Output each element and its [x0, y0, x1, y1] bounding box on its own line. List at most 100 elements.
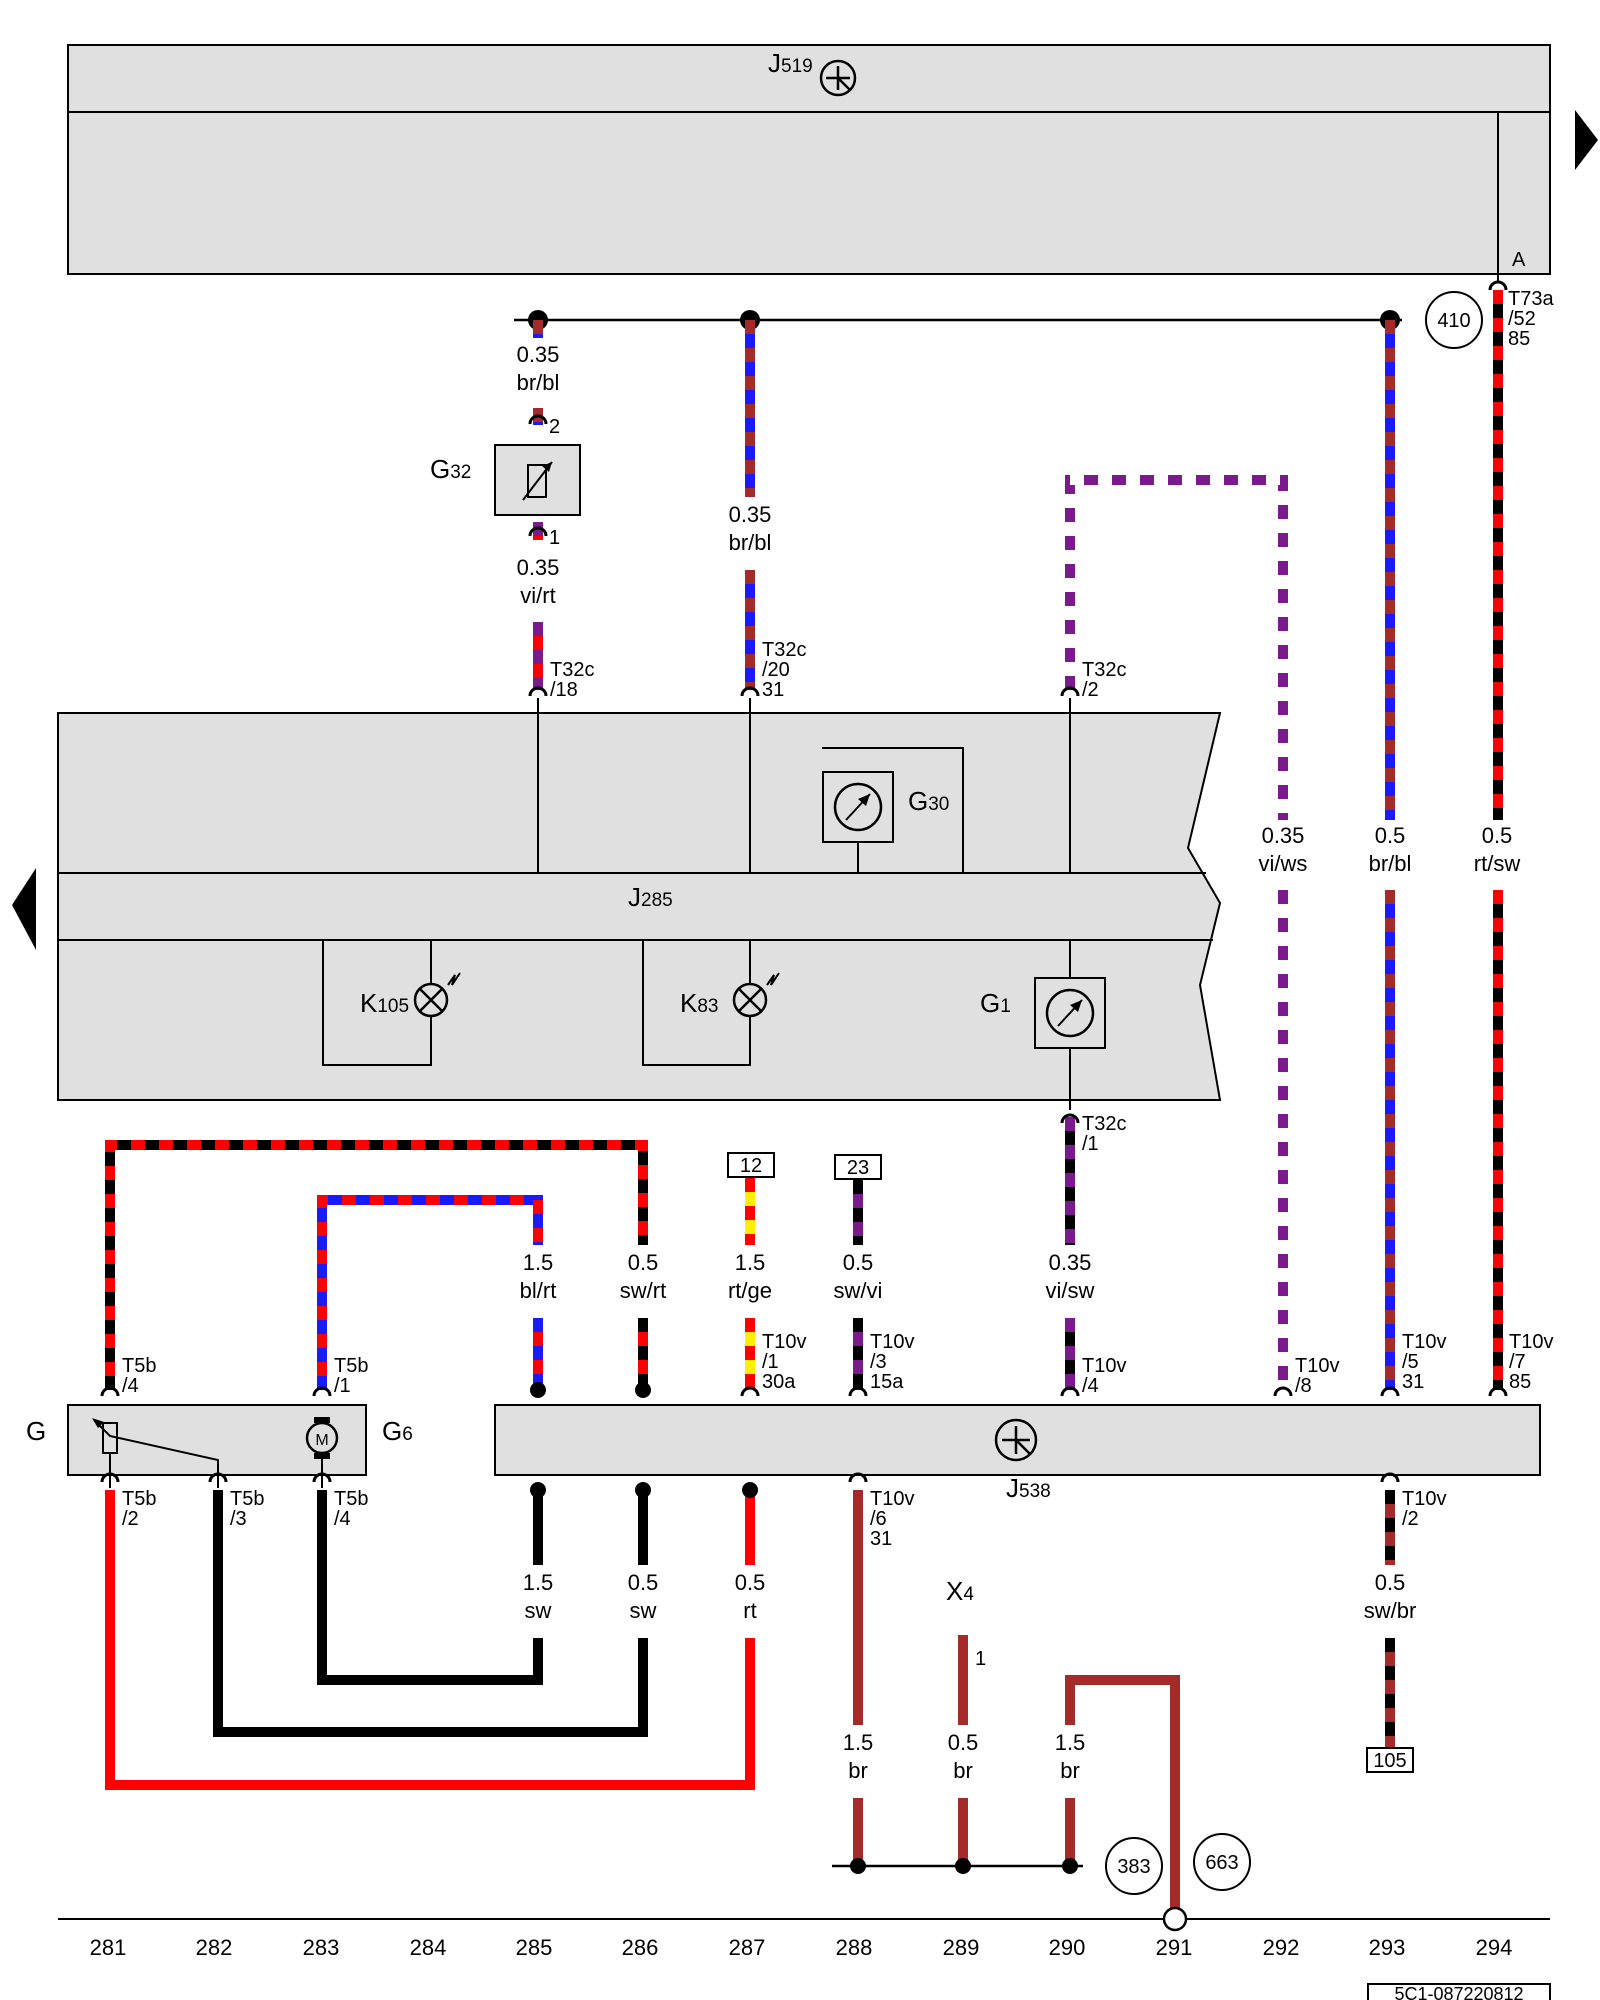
svg-text:rt: rt: [743, 1598, 756, 1623]
j519-label: J519: [768, 48, 813, 78]
column-number: 287: [729, 1935, 766, 1960]
wire-label-w1: 0.35 br/bl: [517, 342, 560, 395]
connector-pin-icon: [848, 1386, 868, 1397]
wire-label-w6: 0.5rt/sw: [1474, 823, 1521, 876]
wire-bl-rt-loop: [317, 1195, 543, 1390]
svg-text:105: 105: [1373, 1750, 1406, 1772]
connector-t10v-8: T10v/8: [1295, 1355, 1339, 1397]
ground-point-icon: [1162, 1906, 1188, 1932]
wire-label-w17: 0.5br: [948, 1730, 979, 1783]
point-a-label: A: [1512, 249, 1526, 271]
connector-t5b-4-g6: T5b/4: [334, 1488, 368, 1530]
j519-transistor-icon: [819, 59, 857, 97]
continue-left-arrow-icon: [12, 868, 36, 950]
svg-text:0.5: 0.5: [1482, 823, 1513, 848]
connector-pin-icon: [208, 1472, 228, 1483]
column-number: 282: [196, 1935, 233, 1960]
j538-label: J538: [1006, 1473, 1051, 1503]
svg-text:0.35: 0.35: [517, 555, 560, 580]
splice-dot: [530, 1482, 546, 1498]
connector-t5b-2: T5b/2: [122, 1488, 156, 1530]
svg-text:vi/ws: vi/ws: [1259, 851, 1308, 876]
connector-t32c-1: T32c/1: [1082, 1113, 1126, 1155]
k105-warning-lamp-icon: K105: [322, 940, 461, 1066]
connector-pin-icon: [1380, 1386, 1400, 1397]
svg-text:383: 383: [1117, 1856, 1150, 1878]
column-number: 289: [943, 1935, 980, 1960]
connector-pin-icon: [100, 1472, 120, 1483]
svg-text:0.35: 0.35: [517, 342, 560, 367]
k83-label: K83: [680, 988, 718, 1018]
svg-text:br/bl: br/bl: [517, 370, 560, 395]
svg-text:23: 23: [847, 1157, 869, 1179]
footer-code: 5C1-087220812: [1367, 1983, 1551, 2000]
svg-text:rt/ge: rt/ge: [728, 1278, 772, 1303]
connector-pin-icon: [1060, 1113, 1080, 1124]
svg-text:0.5: 0.5: [1375, 1570, 1406, 1595]
connector-pin-icon: [740, 1386, 760, 1397]
connector-pin-icon: [848, 1472, 868, 1483]
wire-label-w10: 0.5sw/vi: [834, 1250, 883, 1303]
connector-pin-icon: [1488, 1386, 1508, 1397]
connector-t5b-1: T5b/1: [334, 1355, 368, 1397]
g1-gauge: G1: [980, 940, 1106, 1110]
svg-text:bl/rt: bl/rt: [520, 1278, 557, 1303]
connector-t10v-4: T10v/4: [1082, 1355, 1126, 1397]
column-number: 290: [1049, 1935, 1086, 1960]
connector-g32-pin-2: 2: [549, 416, 560, 438]
column-number: 292: [1263, 1935, 1300, 1960]
svg-text:1.5: 1.5: [1055, 1730, 1086, 1755]
column-number: 291: [1156, 1935, 1193, 1960]
continue-right-arrow-icon: [1575, 110, 1598, 170]
wire-label-w16: 1.5br: [843, 1730, 874, 1783]
connector-x4-pin-1: 1: [975, 1648, 986, 1670]
column-number: 285: [516, 1935, 553, 1960]
g6-label: G6: [382, 1416, 413, 1446]
svg-text:br: br: [848, 1758, 868, 1783]
svg-text:0.5: 0.5: [628, 1570, 659, 1595]
wire-sw-0-5-loop: [213, 1490, 648, 1737]
wire-label-w12: 1.5 sw: [523, 1570, 554, 1623]
wire-br-663-loop: [1065, 1675, 1180, 1908]
wire-vi-ws-t32c2: [1065, 475, 1288, 820]
connector-pin-icon: [528, 526, 548, 537]
ref-663-circle: 663: [1193, 1833, 1251, 1891]
connector-pin-icon: [312, 1386, 332, 1397]
svg-text:br/bl: br/bl: [1369, 851, 1412, 876]
svg-text:vi/sw: vi/sw: [1046, 1278, 1095, 1303]
wire-label-w8: 0.5sw/rt: [620, 1250, 666, 1303]
connector-t10v-2: T10v/2: [1402, 1488, 1446, 1530]
ref-box-23: 23: [834, 1154, 882, 1180]
column-number: 286: [622, 1935, 659, 1960]
connector-pin-icon: [100, 1386, 120, 1397]
wire-label-w13: 0.5sw: [628, 1570, 659, 1623]
j285-label: J285: [628, 882, 673, 912]
ref-box-12: 12: [727, 1152, 775, 1178]
svg-text:sw: sw: [525, 1598, 552, 1623]
svg-text:sw/br: sw/br: [1364, 1598, 1417, 1623]
connector-pin-icon: [1273, 1386, 1293, 1397]
wire-label-w9: 1.5rt/ge: [728, 1250, 772, 1303]
svg-text:1.5: 1.5: [523, 1570, 554, 1595]
column-number: 288: [836, 1935, 873, 1960]
wire-label-w5: 0.5br/bl: [1369, 823, 1412, 876]
connector-pin-icon: [740, 686, 760, 697]
svg-text:0.5: 0.5: [843, 1250, 874, 1275]
connector-t5b-4-g: T5b/4: [122, 1355, 156, 1397]
g-g6-fuel-sender: G G6 M: [26, 1404, 413, 1488]
splice-dot: [635, 1382, 651, 1398]
ref-410-circle: 410: [1425, 291, 1483, 349]
k105-label: K105: [360, 988, 409, 1018]
g32-sensor: G32: [430, 444, 581, 516]
wire-sw-rt-loop: [105, 1140, 648, 1390]
svg-text:410: 410: [1437, 310, 1470, 332]
connector-pin-icon: [528, 414, 548, 425]
svg-text:5C1-087220812: 5C1-087220812: [1394, 1984, 1523, 2000]
svg-text:0.35: 0.35: [1049, 1250, 1092, 1275]
